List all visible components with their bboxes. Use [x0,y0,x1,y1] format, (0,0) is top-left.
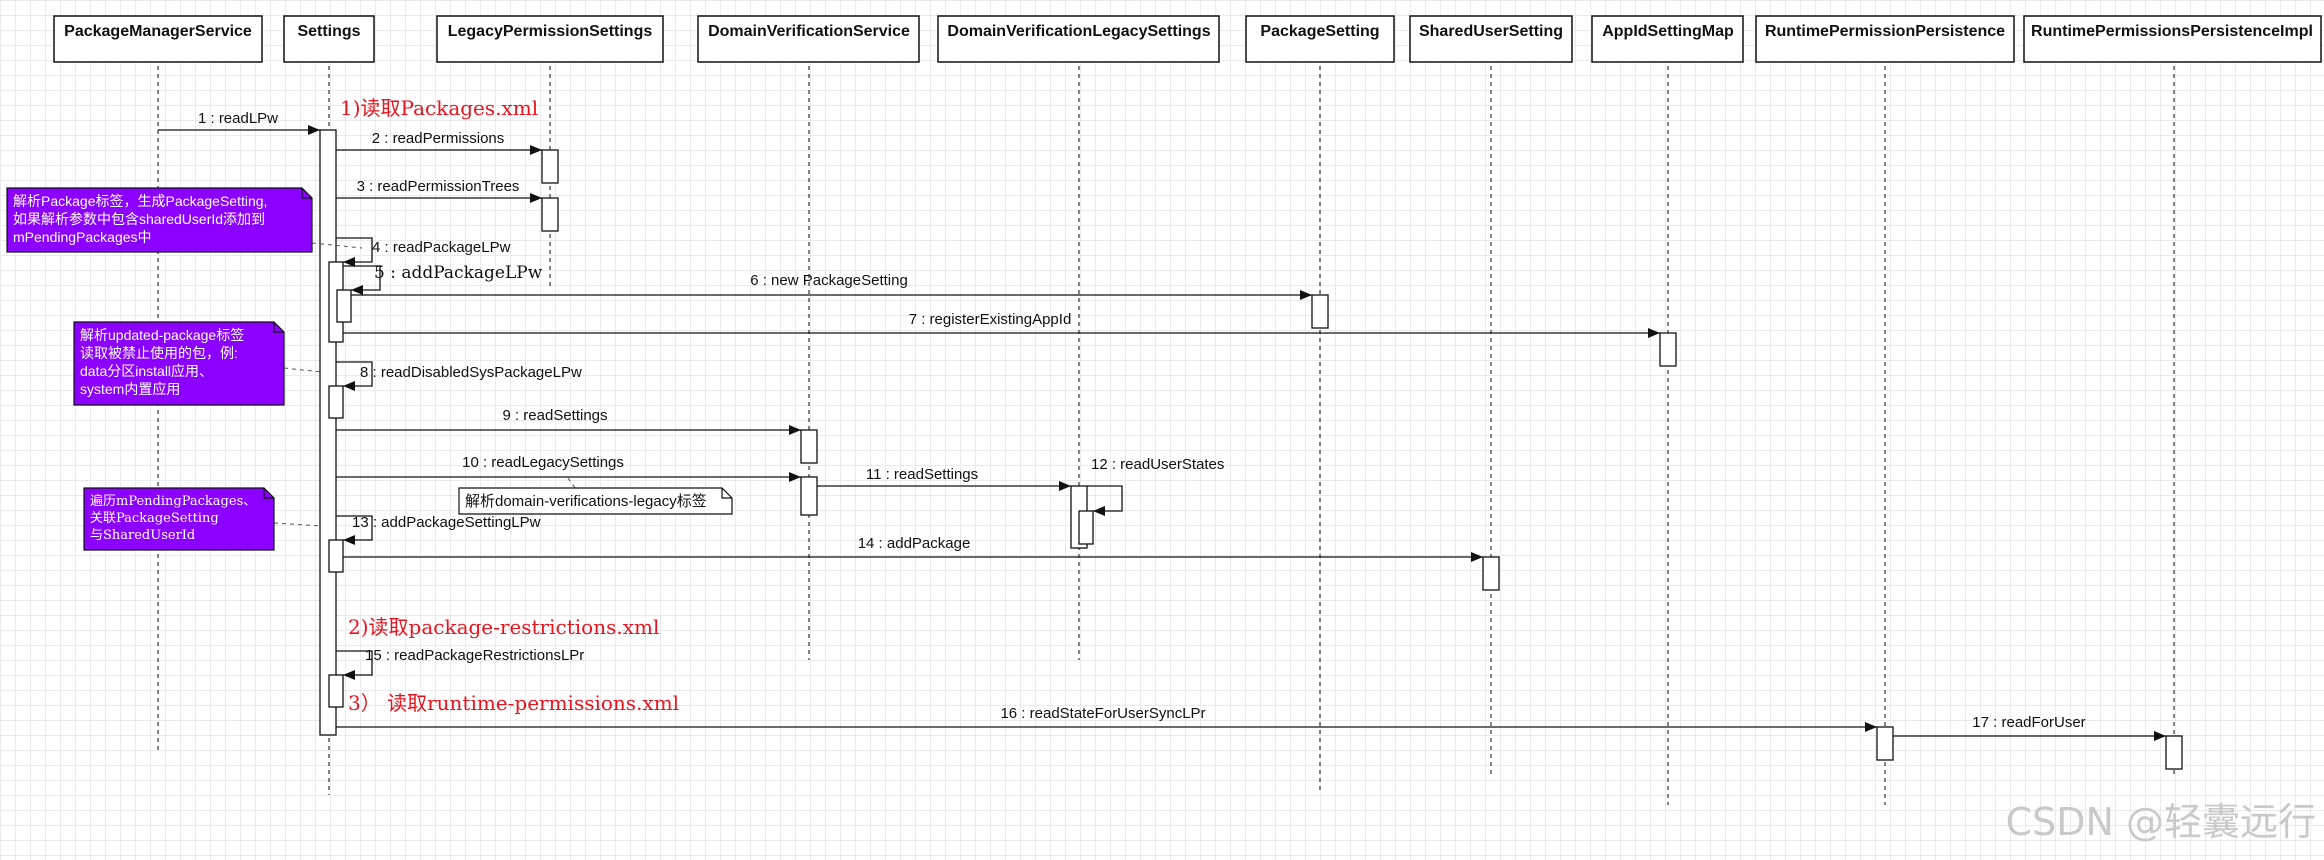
note-line: 与SharedUserId [90,528,195,543]
section-heading-packages-xml: 1)读取Packages.xml [340,96,538,120]
participant-shared-user-setting[interactable]: SharedUserSetting [1409,15,1573,63]
message-label-10: 10 : readLegacySettings [462,454,624,471]
message-label-6: 6 : new PackageSetting [750,272,908,289]
activation-bars [319,129,2183,770]
participant-label: LegacyPermissionSettings [448,23,653,40]
note-connectors [273,242,576,527]
message-label-8: 8 : readDisabledSysPackageLPw [360,364,582,381]
message-arrow-12[interactable] [1087,485,1123,516]
participant-label: SharedUserSetting [1419,23,1563,40]
message-label-15: 15 : readPackageRestrictionsLPr [365,647,584,664]
note-updated-package: 解析updated-package标签 读取被禁止使用的包，例: data分区i… [73,321,285,406]
activation-settings-add-package [336,289,352,323]
participant-domain-verification-service[interactable]: DomainVerificationService [697,15,920,63]
message-label-2: 2 : readPermissions [372,130,505,147]
participant-label: PackageManagerService [64,23,252,40]
message-label-9: 9 : readSettings [502,407,607,424]
activation-domain-legacy-user-states [1078,510,1094,545]
activation-runtime-persistence-impl [2165,735,2183,770]
note-line: system内置应用 [80,381,180,397]
participant-label: DomainVerificationLegacySettings [947,23,1210,40]
message-label-3: 3 : readPermissionTrees [357,178,520,195]
message-label-13: 13 : addPackageSettingLPw [352,514,541,531]
message-label-4: 4 : readPackageLPw [372,239,511,256]
note-package-tag: 解析Package标签，生成PackageSetting, 如果解析参数中包含s… [6,187,313,253]
message-label-7: 7 : registerExistingAppId [909,311,1072,328]
participant-label: RuntimePermissionsPersistenceImpl [2031,23,2313,40]
activation-legacy-permissions [541,149,559,184]
activation-package-setting [1311,294,1329,329]
message-label-5: 5 : addPackageLPw [374,263,543,283]
participant-package-setting[interactable]: PackageSetting [1245,15,1395,63]
messages [158,125,2166,741]
participant-legacy-permission-settings[interactable]: LegacyPermissionSettings [436,15,664,63]
section-heading-package-restrictions: 2)读取package-restrictions.xml [348,615,659,639]
message-arrow-8[interactable] [336,361,373,391]
activation-domain-service-legacy [800,476,818,516]
note-line: 遍历mPendingPackages、 [90,493,256,509]
activation-settings-read-disabled [328,385,344,419]
message-label-1: 1 : readLPw [198,110,278,127]
activation-settings-read-restrictions [328,674,344,708]
message-label-16: 16 : readStateForUserSyncLPr [1000,705,1205,722]
activation-domain-service-read [800,429,818,464]
participant-package-manager-service[interactable]: PackageManagerService [53,15,263,63]
participant-runtime-permission-persistence[interactable]: RuntimePermissionPersistence [1755,15,2015,63]
participant-settings[interactable]: Settings [283,15,375,63]
note-domain-legacy: 解析domain-verifications-legacy标签 [458,487,733,515]
message-label-11: 11 : readSettings [866,466,978,483]
note-line: 解析domain-verifications-legacy标签 [465,493,707,510]
message-arrow-15[interactable] [336,650,373,680]
activation-app-id-setting-map [1659,332,1677,367]
participant-headers: PackageManagerService Settings LegacyPer… [53,15,2322,63]
message-label-17: 17 : readForUser [1972,714,2085,731]
message-arrow-13[interactable] [336,515,373,545]
participant-label: DomainVerificationService [708,23,910,40]
participant-label: AppIdSettingMap [1602,23,1734,40]
note-line: 解析Package标签，生成PackageSetting, [13,193,267,209]
activation-settings-main [319,129,337,736]
activation-shared-user-setting [1482,556,1500,591]
participant-runtime-permissions-persistence-impl[interactable]: RuntimePermissionsPersistenceImpl [2023,15,2322,63]
participant-label: Settings [297,23,360,40]
participant-label: PackageSetting [1260,23,1379,40]
activation-legacy-permission-trees [541,197,559,232]
message-label-12: 12 : readUserStates [1091,456,1224,473]
activation-runtime-persistence [1876,726,1894,761]
note-line: mPendingPackages中 [13,229,152,245]
watermark: CSDN @轻囊远行 [2006,800,2316,844]
message-arrow-5[interactable] [343,265,381,295]
note-line: 关联PackageSetting [90,511,219,526]
message-label-14: 14 : addPackage [858,535,971,552]
note-pending-packages: 遍历mPendingPackages、 关联PackageSetting 与Sh… [83,487,275,551]
note-line: 解析updated-package标签 [80,327,244,343]
section-headings: 1)读取Packages.xml 2)读取package-restriction… [340,96,679,715]
note-line: data分区install应用、 [80,363,213,379]
note-line: 如果解析参数中包含sharedUserId添加到 [13,211,265,227]
activation-settings-add-package-setting [328,539,344,573]
participant-label: RuntimePermissionPersistence [1765,23,2005,40]
participant-domain-verification-legacy-settings[interactable]: DomainVerificationLegacySettings [937,15,1220,63]
participant-app-id-setting-map[interactable]: AppIdSettingMap [1591,15,1744,63]
section-heading-runtime-permissions: 3） 读取runtime-permissions.xml [348,691,679,715]
message-arrow-4[interactable] [336,237,373,267]
message-labels: 1 : readLPw 2 : readPermissions 3 : read… [198,110,2086,731]
note-line: 读取被禁止使用的包，例: [80,345,238,361]
